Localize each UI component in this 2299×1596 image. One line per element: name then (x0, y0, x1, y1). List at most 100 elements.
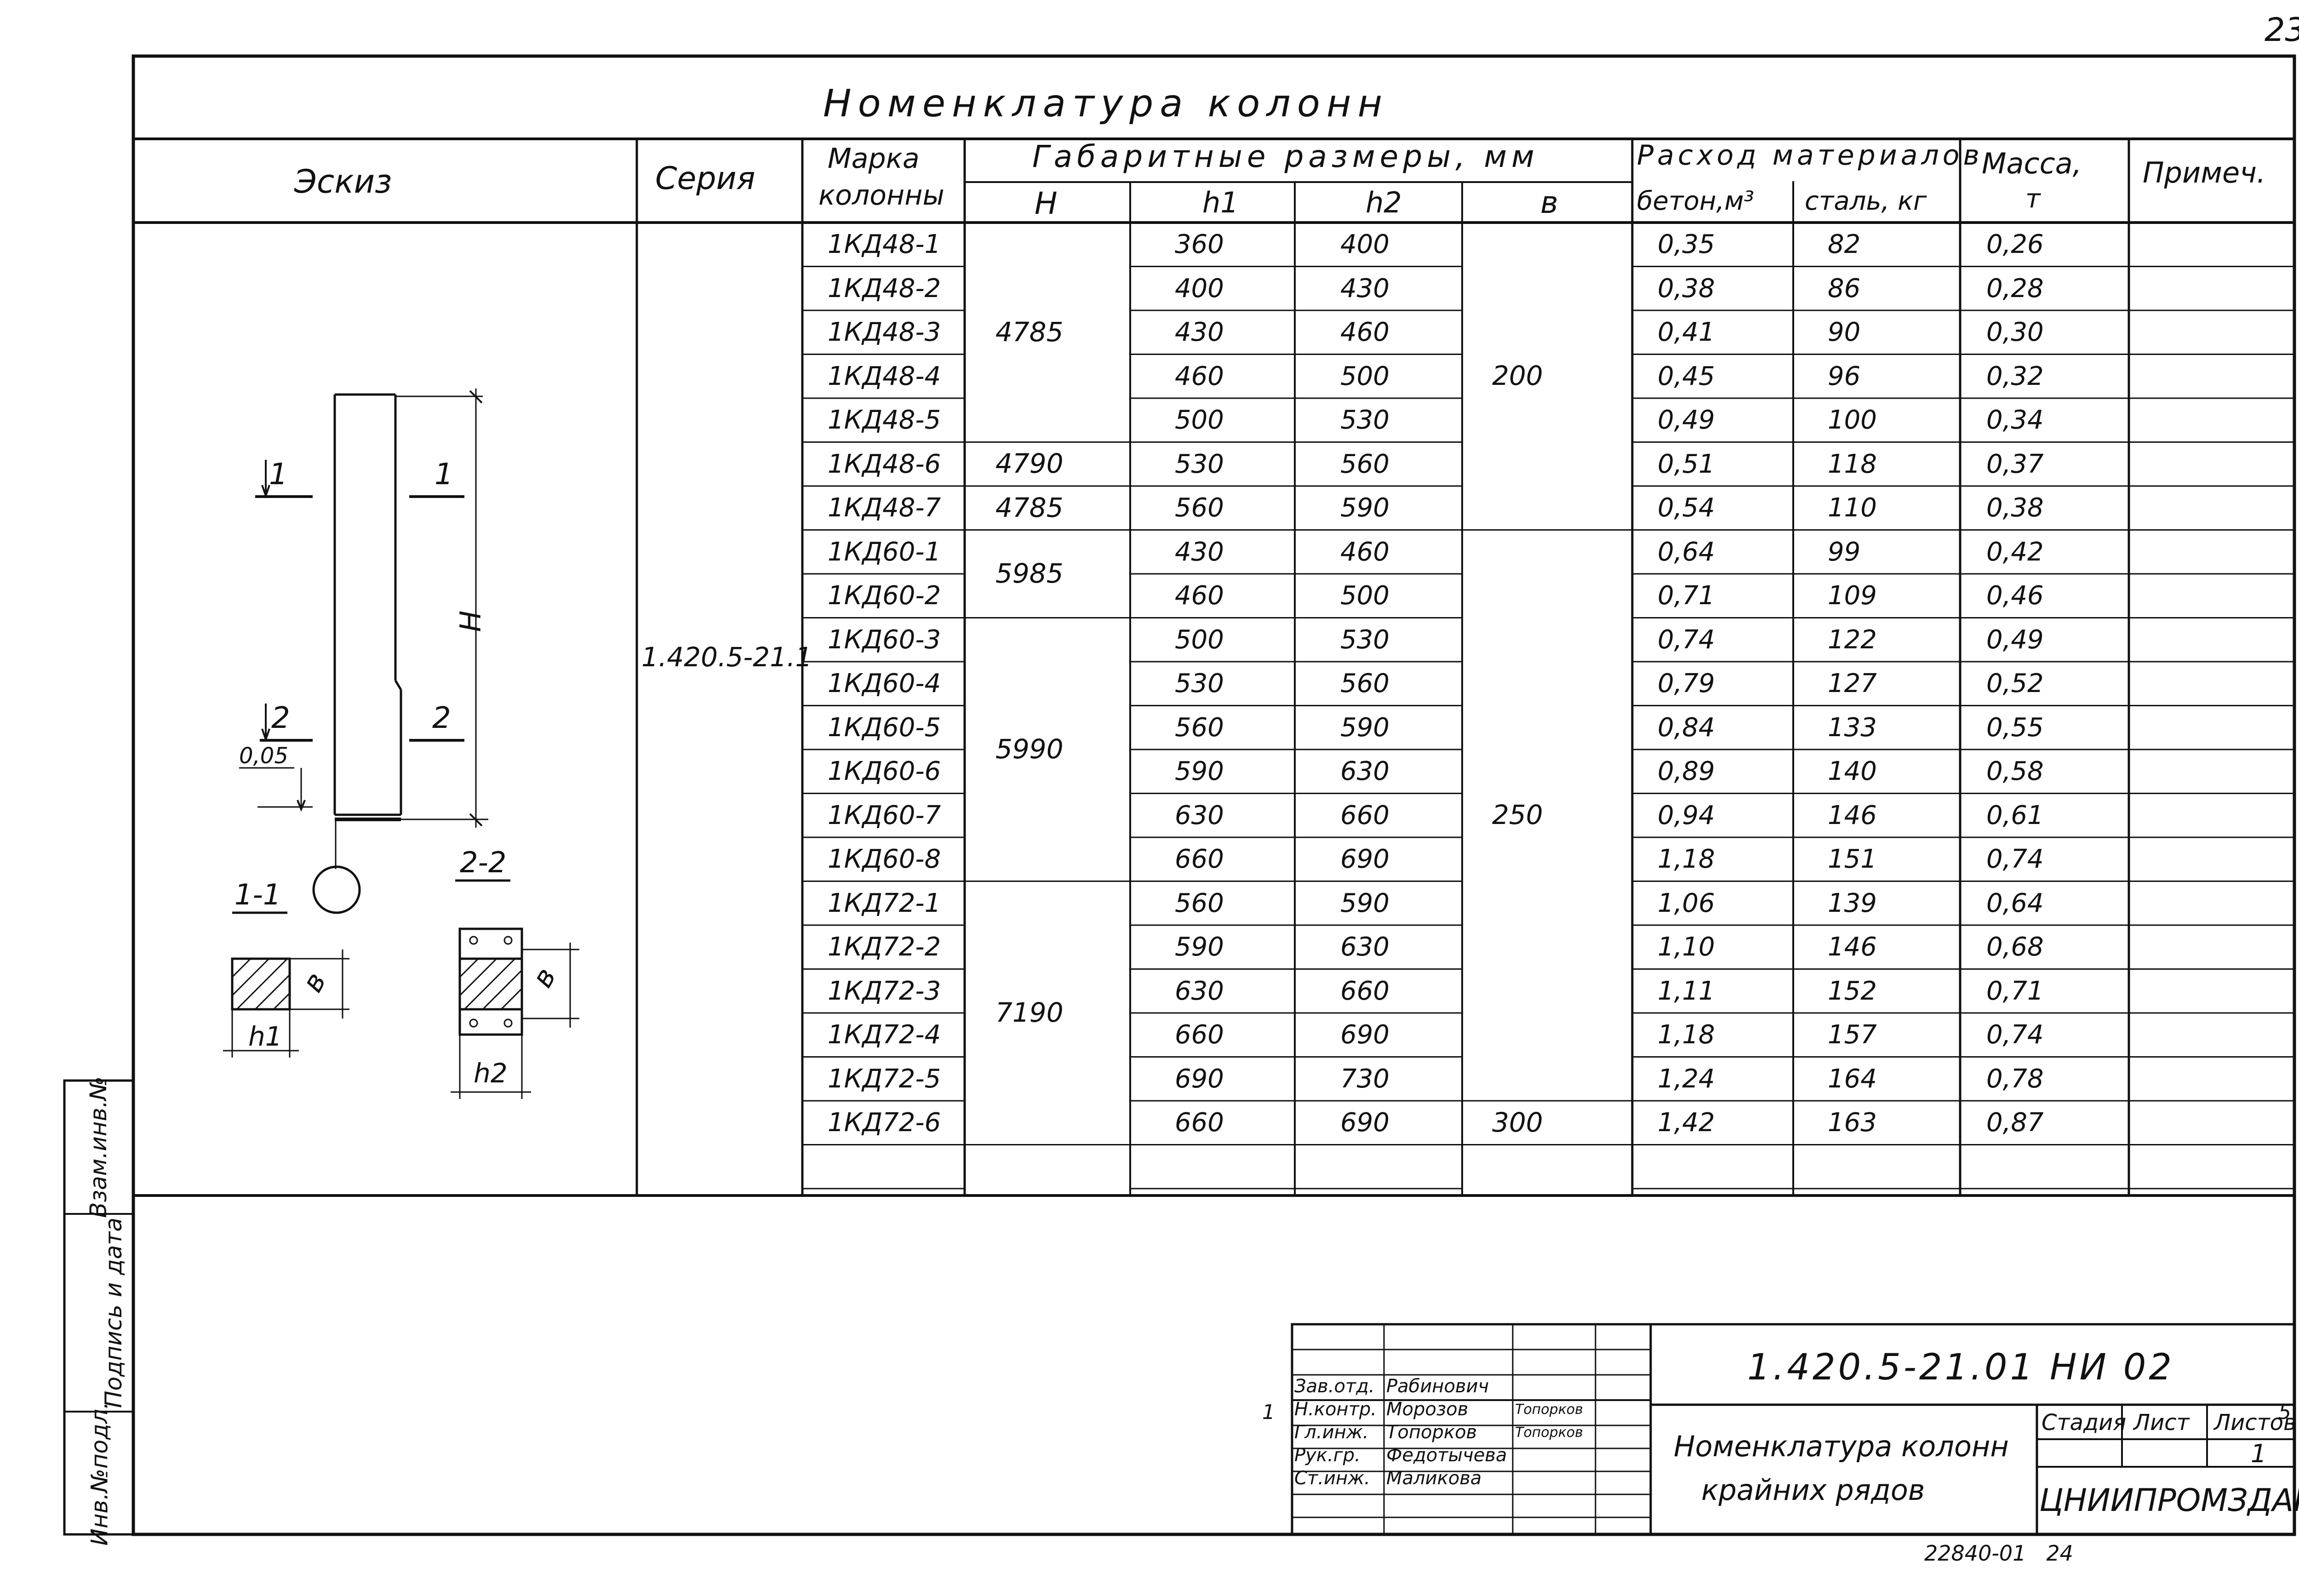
header-concrete: бетон,м³ (1637, 186, 1754, 216)
row-mark: 1КД60-4 (828, 669, 941, 698)
row-concrete: 0,41 (1658, 317, 1715, 347)
stamp-org: ЦНИИПРОМЗДАНИЙ (2039, 1482, 2299, 1519)
row-mark: 1КД72-1 (828, 888, 941, 918)
row-steel: 152 (1828, 976, 1877, 1006)
row-h1: 590 (1175, 756, 1224, 786)
row-mark: 1КД72-5 (828, 1064, 941, 1094)
header-dimensions: Габаритные размеры, мм (1032, 139, 1539, 174)
stamp-role: Ст.инж. (1294, 1468, 1370, 1489)
header-h2: h2 (1366, 186, 1402, 219)
row-steel: 100 (1828, 405, 1877, 435)
row-mark: 1КД48-6 (828, 449, 941, 479)
sketch-section1-left: 1 (269, 458, 288, 492)
row-mark: 1КД60-2 (828, 581, 941, 611)
row-concrete: 1,06 (1658, 888, 1715, 918)
header-steel: сталь, кг (1805, 186, 1927, 216)
header-mass-2: т (2025, 184, 2041, 214)
row-mass: 0,52 (1986, 669, 2044, 698)
row-concrete: 0,38 (1658, 273, 1715, 303)
row-mark: 1КД60-3 (828, 624, 941, 655)
row-steel: 127 (1828, 669, 1877, 698)
H-value: 4790 (995, 448, 1064, 480)
row-h2: 560 (1340, 669, 1390, 698)
row-concrete: 0,89 (1658, 756, 1715, 786)
row-steel: 139 (1828, 888, 1877, 918)
row-mark: 1КД60-5 (828, 712, 941, 743)
stamp-sheet: Лист (2133, 1410, 2190, 1436)
header-b: в (1540, 185, 1558, 220)
row-h1: 630 (1175, 800, 1224, 830)
header-materials: Расход материалов (1637, 139, 1983, 172)
row-concrete: 1,10 (1658, 932, 1715, 962)
sketch-section2-right: 2 (432, 701, 451, 735)
row-mass: 0,28 (1986, 273, 2044, 303)
side-inv-orig: Инв.№подл. (86, 1402, 113, 1546)
row-h2: 590 (1340, 712, 1390, 743)
row-mark: 1КД48-3 (828, 317, 941, 347)
row-h2: 660 (1340, 976, 1390, 1006)
stamp-title-2: крайних рядов (1701, 1473, 1925, 1507)
stamp-doc-code: 1.420.5-21.01 НИ 02 (1747, 1347, 2175, 1388)
row-h1: 460 (1175, 581, 1224, 611)
row-h1: 430 (1175, 317, 1224, 347)
row-h1: 660 (1175, 844, 1224, 874)
row-mass: 0,87 (1986, 1108, 2044, 1138)
row-steel: 157 (1828, 1020, 1877, 1050)
sketch-section1-right: 1 (435, 458, 453, 492)
H-value: 5985 (995, 558, 1064, 589)
row-h2: 500 (1340, 581, 1390, 611)
stamp-sheet-value: 1 (2251, 1439, 2267, 1468)
row-steel: 96 (1828, 361, 1861, 391)
row-mark: 1КД60-8 (828, 844, 941, 874)
row-mark: 1КД60-1 (828, 537, 941, 567)
row-mark: 1КД48-7 (828, 493, 941, 523)
row-steel: 110 (1828, 493, 1877, 523)
series-value: 1.420.5-21.1 (641, 641, 812, 673)
row-h1: 590 (1175, 932, 1224, 962)
stamp-change-no: 1 (1262, 1401, 1275, 1424)
row-h2: 530 (1340, 405, 1390, 435)
row-mark: 1КД60-7 (828, 800, 941, 830)
row-h2: 590 (1340, 888, 1390, 918)
row-h1: 660 (1175, 1108, 1224, 1138)
sketch-h1: h1 (248, 1021, 282, 1052)
row-h2: 590 (1340, 493, 1390, 523)
row-concrete: 0,74 (1658, 624, 1715, 655)
row-concrete: 1,18 (1658, 844, 1715, 874)
row-steel: 86 (1828, 273, 1861, 303)
side-replace-inv: Взам.инв.№ (85, 1076, 112, 1218)
H-value: 4785 (995, 316, 1064, 348)
H-value: 7190 (995, 997, 1064, 1028)
header-note: Примеч. (2143, 156, 2266, 189)
stamp-name: Рабинович (1386, 1376, 1489, 1397)
stamp-name: Федотычева (1386, 1445, 1507, 1466)
stamp-role: Зав.отд. (1294, 1376, 1375, 1397)
H-value: 5990 (995, 733, 1064, 765)
row-steel: 140 (1828, 756, 1877, 786)
sketch-h2: h2 (474, 1058, 508, 1089)
stamp-sheets: Листов (2214, 1410, 2297, 1436)
row-concrete: 0,54 (1658, 493, 1715, 523)
row-mark: 1КД72-2 (828, 932, 941, 962)
row-mass: 0,74 (1986, 844, 2044, 874)
row-h1: 660 (1175, 1020, 1224, 1050)
row-mass: 0,32 (1986, 361, 2044, 391)
row-mark: 1КД60-6 (828, 756, 941, 786)
row-h1: 430 (1175, 537, 1224, 567)
sketch-section1-label: 1-1 (234, 878, 281, 911)
row-steel: 164 (1828, 1064, 1877, 1094)
H-value: 4785 (995, 492, 1064, 523)
row-h2: 630 (1340, 756, 1390, 786)
header-sketch: Эскиз (294, 163, 392, 200)
column-sketch (223, 389, 579, 1099)
row-h1: 560 (1175, 712, 1224, 743)
row-concrete: 0,84 (1658, 712, 1715, 743)
table-title: Номенклатура колонн (823, 82, 1389, 126)
row-h1: 400 (1175, 273, 1224, 303)
row-mark: 1КД48-2 (828, 273, 941, 303)
row-steel: 163 (1828, 1108, 1877, 1138)
row-steel: 118 (1828, 449, 1877, 479)
row-h2: 430 (1340, 273, 1390, 303)
stamp-role: Н.контр. (1294, 1399, 1377, 1420)
